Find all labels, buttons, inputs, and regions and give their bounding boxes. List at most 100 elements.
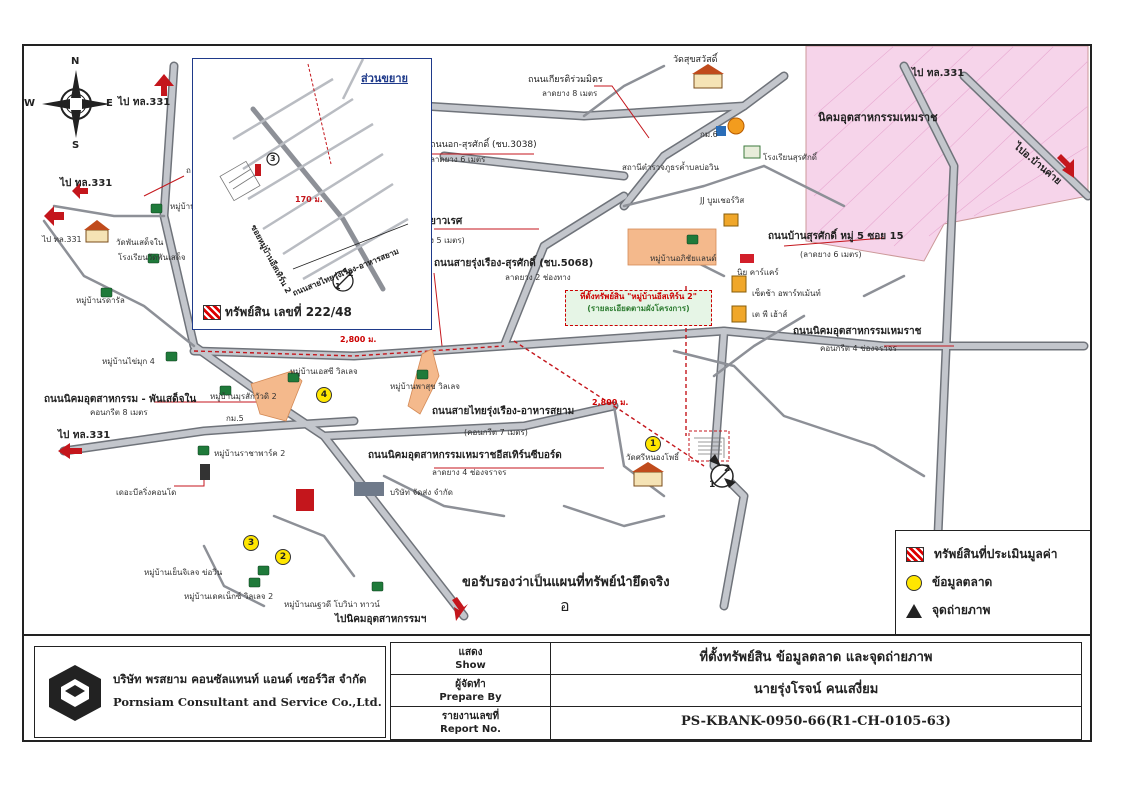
label-tp-house: เต พี เฮ้าส์: [752, 310, 788, 319]
inset-title: ส่วนขยาย: [361, 72, 408, 85]
company-name-en: Pornsiam Consultant and Service Co.,Ltd.: [113, 695, 382, 709]
compass-w: W: [24, 98, 36, 109]
report-en: Report No.: [440, 724, 501, 735]
prep-value: นายรุ่งโรจน์ คนเสงี่ยม: [753, 682, 879, 697]
map-frame: [22, 44, 1092, 742]
label-to331-d: ไป ทล.331: [58, 430, 111, 441]
yellow-dot-icon: [906, 574, 922, 591]
label-village-phasuk: หมู่บ้านพาสุข วิลเลจ: [390, 382, 460, 391]
label-to331-e: ไป ทล.331: [912, 68, 965, 79]
legend-property: ทรัพย์สินที่ประเมินมูลค่า: [906, 545, 1058, 564]
row-report-label: รายงานเลขที่ Report No.: [391, 707, 551, 739]
label-road-kiat: ถนนเกียรติร่วมมิตร: [528, 75, 603, 85]
label-road-eastern: ถนนนิคมอุตสาหกรรมเหมราชอีสเทิร์นซีบอร์ด: [368, 450, 562, 461]
compass-e: E: [106, 98, 113, 109]
label-road-bansurasak: ถนนบ้านสุรศักดิ์ หมู่ 5 ซอย 15: [768, 231, 904, 242]
legend-photo: จุดถ่ายภาพ: [906, 601, 990, 620]
row-prepare-label: ผู้จัดทำ Prepare By: [391, 675, 551, 706]
company-panel: บริษัท พรสยาม คอนซัลแทนท์ แอนด์ เซอร์วิส…: [34, 646, 386, 738]
label-set-apartment: เซ็ตช้า อพาร์ทเม้นท์: [752, 289, 821, 298]
label-road-pantong-sub: คอนกรีต 8 เมตร: [90, 408, 148, 417]
leader-lines: [143, 85, 954, 487]
legend-photo-label: จุดถ่ายภาพ: [932, 603, 991, 617]
label-road-yaowarat: ยาวเรศ: [430, 216, 463, 227]
compass-n: N: [71, 56, 80, 67]
show-th: แสดง: [458, 647, 483, 658]
label-village-murasakiwat: หมู่บ้านมุรสักวัวดิ 2: [210, 392, 277, 401]
mini-plan: [694, 437, 725, 458]
label-village-decknice: หมู่บ้านเดคเน็กซ์ วิลเลจ 2: [184, 592, 274, 601]
signature: อ: [560, 596, 570, 615]
label-wat-nongpho: วัดศรีหนองโพธิ์: [626, 453, 679, 462]
label-police: สถานีตำรวจภูธรค้ำบลบ่อวิน: [622, 163, 719, 172]
label-school-phansadet: โรงเรียนวัดพันเสด็จ: [118, 253, 186, 262]
label-estate-hemaraj: นิคมอุตสาหกรรมเหมราช: [818, 111, 938, 124]
label-village-rachaphark: หมู่บ้านราชาพาร์ค 2: [214, 449, 286, 458]
label-road-kiat-sub: ลาดยาง 8 เมตร: [542, 89, 598, 98]
row-prepare: ผู้จัดทำ Prepare By นายรุ่งโรจน์ คนเสงี่…: [391, 675, 1081, 707]
label-to331-c: ไป ทล.331: [42, 235, 82, 244]
row-show-label: แสดง Show: [391, 643, 551, 674]
report-th: รายงานเลขที่: [441, 711, 500, 722]
label-the-bliss: เดอะบีลริ่งคอนโด: [116, 488, 177, 497]
label-road-bansurasak-sub: (ลาดยาง 6 เมตร): [800, 250, 862, 259]
label-road-yaowarat-sub: ง 5 เมตร): [430, 236, 465, 245]
camera-triangle-icon: [906, 603, 922, 618]
report-info-table: แสดง Show ที่ตั้งทรัพย์สิน ข้อมูลตลาด แล…: [390, 642, 1082, 740]
title-block: บริษัท พรสยาม คอนซัลแทนท์ แอนด์ เซอร์วิส…: [22, 634, 1092, 744]
row-report: รายงานเลขที่ Report No. PS-KBANK-0950-66…: [391, 707, 1081, 739]
label-village-top: หมู่บ้าน: [170, 202, 196, 211]
label-village-rodaran: หมู่บ้านรดารัล: [76, 296, 125, 305]
label-village-yenjai: หมู่บ้านเย็นจิเลจ ข่อวิน: [144, 568, 223, 577]
market-pin-3[interactable]: 3: [243, 535, 259, 551]
label-niyom-car: นิย คาร์แคร์: [737, 268, 779, 277]
market-pin-2[interactable]: 2: [275, 549, 291, 565]
label-road-thairung-sub: (คอนกรีต 7 เมตร): [464, 428, 528, 437]
property-location-line1: ที่ตั้งทรัพย์สิน "หมู่บ้านอีสเทิร์น 2": [580, 292, 697, 301]
row-show: แสดง Show ที่ตั้งทรัพย์สิน ข้อมูลตลาด แล…: [391, 643, 1081, 675]
exit-arrows: [44, 74, 1074, 621]
building-icons: [84, 64, 761, 511]
label-to331-a: ไป ทล.331: [118, 97, 171, 108]
label-wat-phansadet: วัดพันเสด็จใน: [116, 238, 164, 247]
photo-point-1: 1: [709, 480, 716, 490]
inset-map: [219, 59, 409, 292]
label-km6: กม.6: [700, 130, 718, 139]
label-road-hemaraj-sub: คอนกรีต 4 ช่องจราจร: [820, 344, 897, 353]
compass-rose-icon: [42, 70, 110, 138]
label-to-estate: ไปนิคมอุตสาหกรรมฯ: [335, 614, 427, 625]
company-name-th: บริษัท พรสยาม คอนซัลแทนท์ แอนด์ เซอร์วิส…: [113, 672, 367, 686]
legend-market-label: ข้อมูลตลาด: [932, 575, 993, 589]
legend: ทรัพย์สินที่ประเมินมูลค่า ข้อมูลตลาด จุด…: [895, 530, 1091, 635]
label-km5: กม.5: [226, 414, 244, 423]
property-location-callout: ที่ตั้งทรัพย์สิน "หมู่บ้านอีสเทิร์น 2" (…: [565, 290, 712, 326]
photo-point-2: 2: [724, 464, 731, 474]
endorsement-text: ขอรับรองว่าเป็นแผนที่ทรัพย์นำยึดจริง: [462, 575, 670, 590]
inset-photo-3: 3: [270, 154, 276, 163]
label-dist-a: 2,800 ม.: [340, 335, 377, 344]
label-hwy-top: ถ: [186, 166, 191, 175]
market-pin-1[interactable]: 1: [645, 436, 661, 452]
parcels: [250, 228, 717, 422]
company-logo-icon: [49, 665, 101, 721]
legend-property-label: ทรัพย์สินที่ประเมินมูลค่า: [934, 547, 1058, 561]
label-road-thairung: ถนนสายไทยรุ่งเรือง-อาหารสยาม: [432, 406, 575, 417]
inset-enlargement: ส่วนขยาย 170 ม. ซอยหมู่บ้านอีสเทิร์น 2 ถ…: [192, 58, 432, 330]
label-road-sukhumvit: ถนนอก-สุรศักดิ์ (ชบ.3038): [430, 140, 537, 150]
show-en: Show: [455, 660, 486, 671]
label-jj-boom: JJ บูมเชอร์วิส: [700, 196, 745, 205]
hatch-icon: [906, 547, 924, 562]
photo-point-markers: [709, 454, 736, 488]
label-road-sairung: ถนนสายรุ่งเรือง-สุรศักดิ์ (ชบ.5068): [434, 258, 594, 269]
inset-distance: 170 ม.: [295, 195, 323, 204]
prep-th: ผู้จัดทำ: [455, 679, 486, 690]
label-wat-suksawat: วัดสุขสวัสดิ์: [673, 55, 718, 65]
inset-property-text: ทรัพย์สิน เลขที่ 222/48: [225, 305, 352, 319]
label-dist-b: 2,800 ม.: [592, 398, 629, 407]
inset-photo-2: 2: [348, 269, 354, 278]
compass: N S W E: [24, 56, 114, 152]
label-to331-b: ไป ทล.331: [60, 178, 113, 189]
map-canvas: [42, 46, 1090, 631]
label-village-chaimuk: หมู่บ้านไข่มุก 4: [102, 357, 155, 366]
market-pin-4[interactable]: 4: [316, 387, 332, 403]
